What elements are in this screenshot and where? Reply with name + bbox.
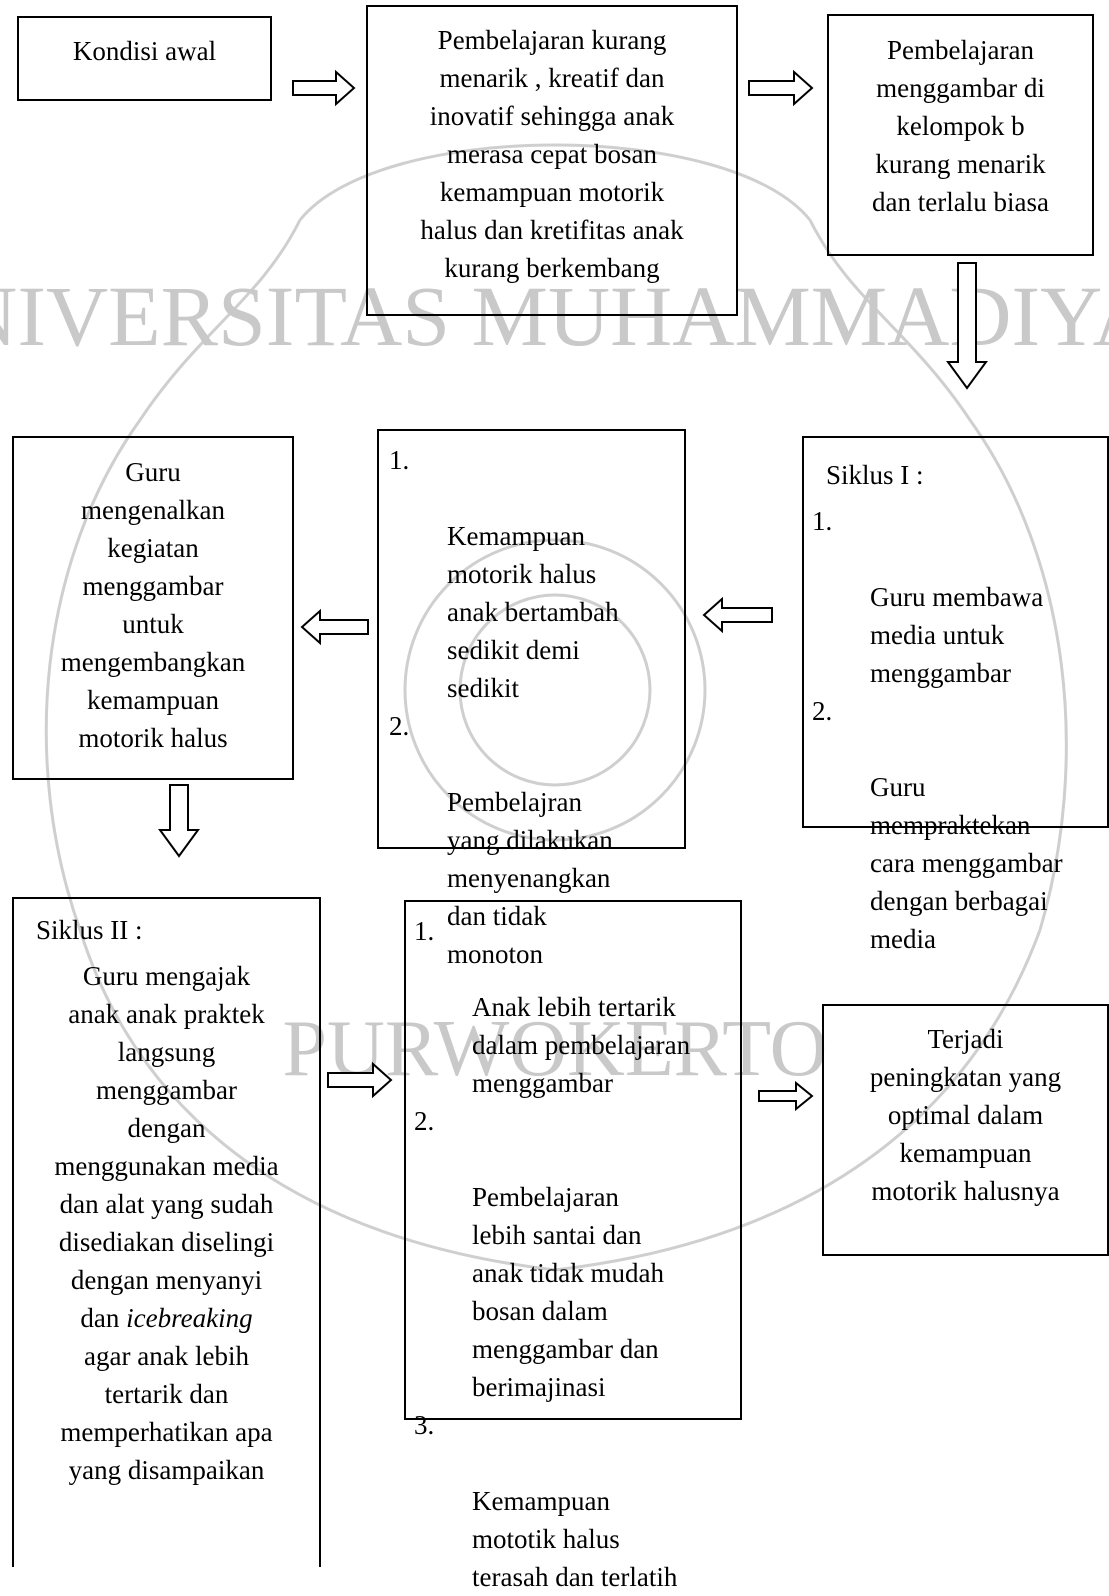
list-number: 3. <box>414 1410 435 1440</box>
hasil-siklus-2-list: 1. Anak lebih tertarik dalam pembelajara… <box>414 912 740 1596</box>
list-item-text: Kemampuan mototik halus terasah dan terl… <box>472 1486 678 1592</box>
node-guru-mengenalkan: Guru mengenalkan kegiatan menggambar unt… <box>12 436 294 780</box>
flowchart: UNIVERSITAS MUHAMMADIYAH PURWOKERTO Kond… <box>0 5 1109 1592</box>
node-kondisi-awal-text: Kondisi awal <box>72 36 217 66</box>
node-siklus-1: Siklus I : 1. Guru membawa media untuk m… <box>802 436 1109 954</box>
hasil-siklus-1-item: 2. Pembelajran yang dilakukan menyenangk… <box>389 707 684 973</box>
list-item-text: Guru mempraktekan cara menggambar dengan… <box>870 772 1063 954</box>
list-item-text: Pembelajaran lebih santai dan anak tidak… <box>472 1182 664 1402</box>
siklus-2-text-part: agar anak lebih tertarik dan memperhatik… <box>60 1341 273 1485</box>
arrow-right-icon <box>758 1080 814 1112</box>
arrow-right-icon <box>748 69 814 107</box>
list-number: 1. <box>812 506 833 536</box>
siklus-2-text: Guru mengajak anak anak praktek langsung… <box>14 957 319 1489</box>
node-hasil-siklus-1: 1. Kemampuan motorik halus anak bertamba… <box>377 429 686 969</box>
siklus-2-text-part: Guru mengajak anak anak praktek langsung… <box>54 961 279 1333</box>
list-number: 2. <box>414 1106 435 1136</box>
list-number: 2. <box>812 696 833 726</box>
hasil-siklus-2-item: 3. Kemampuan mototik halus terasah dan t… <box>414 1406 740 1596</box>
node-kondisi-awal: Kondisi awal <box>17 16 272 101</box>
list-number: 1. <box>414 916 435 946</box>
hasil-siklus-1-item: 1. Kemampuan motorik halus anak bertamba… <box>389 441 684 707</box>
siklus-2-heading: Siklus II : <box>36 915 143 945</box>
siklus-2-italic-term: icebreaking <box>126 1303 253 1333</box>
node-hasil-siklus-2: 1. Anak lebih tertarik dalam pembelajara… <box>404 900 742 1592</box>
arrow-right-icon <box>327 1061 393 1099</box>
hasil-siklus-2-item: 2. Pembelajaran lebih santai dan anak ti… <box>414 1102 740 1406</box>
arrow-right-icon <box>292 69 356 107</box>
list-number: 1. <box>389 445 410 475</box>
list-item-text: Pembelajran yang dilakukan menyenangkan … <box>447 787 613 969</box>
list-number: 2. <box>389 711 410 741</box>
hasil-siklus-2-item: 1. Anak lebih tertarik dalam pembelajara… <box>414 912 740 1102</box>
siklus-1-list: 1. Guru membawa media untuk menggambar 2… <box>812 502 1107 958</box>
list-item-text: Guru membawa media untuk menggambar <box>870 582 1044 688</box>
arrow-down-icon <box>158 784 200 858</box>
list-item-text: Anak lebih tertarik dalam pembelajaran m… <box>472 992 691 1098</box>
hasil-siklus-1-list: 1. Kemampuan motorik halus anak bertamba… <box>389 441 684 973</box>
node-problem-text: Pembelajaran kurang menarik , kreatif da… <box>420 25 684 283</box>
list-item-text: Kemampuan motorik halus anak bertambah s… <box>447 521 619 703</box>
node-hasil-akhir: Terjadi peningkatan yang optimal dalam k… <box>822 1004 1109 1256</box>
arrow-down-icon <box>946 262 988 390</box>
node-problem: Pembelajaran kurang menarik , kreatif da… <box>366 5 738 316</box>
node-menggambar-kelompok-b: Pembelajaran menggambar di kelompok b ku… <box>827 14 1094 256</box>
node-hasil-akhir-text: Terjadi peningkatan yang optimal dalam k… <box>869 1024 1062 1206</box>
node-siklus-2: Siklus II : Guru mengajak anak anak prak… <box>12 897 321 1567</box>
node-guru-mengenalkan-text: Guru mengenalkan kegiatan menggambar unt… <box>60 457 246 753</box>
arrow-left-icon <box>702 596 773 634</box>
siklus-1-item: 2. Guru mempraktekan cara menggambar den… <box>812 692 1107 958</box>
siklus-1-item: 1. Guru membawa media untuk menggambar <box>812 502 1107 692</box>
arrow-left-icon <box>300 608 369 646</box>
node-menggambar-kelompok-b-text: Pembelajaran menggambar di kelompok b ku… <box>872 35 1049 217</box>
siklus-1-heading: Siklus I : <box>826 460 924 490</box>
